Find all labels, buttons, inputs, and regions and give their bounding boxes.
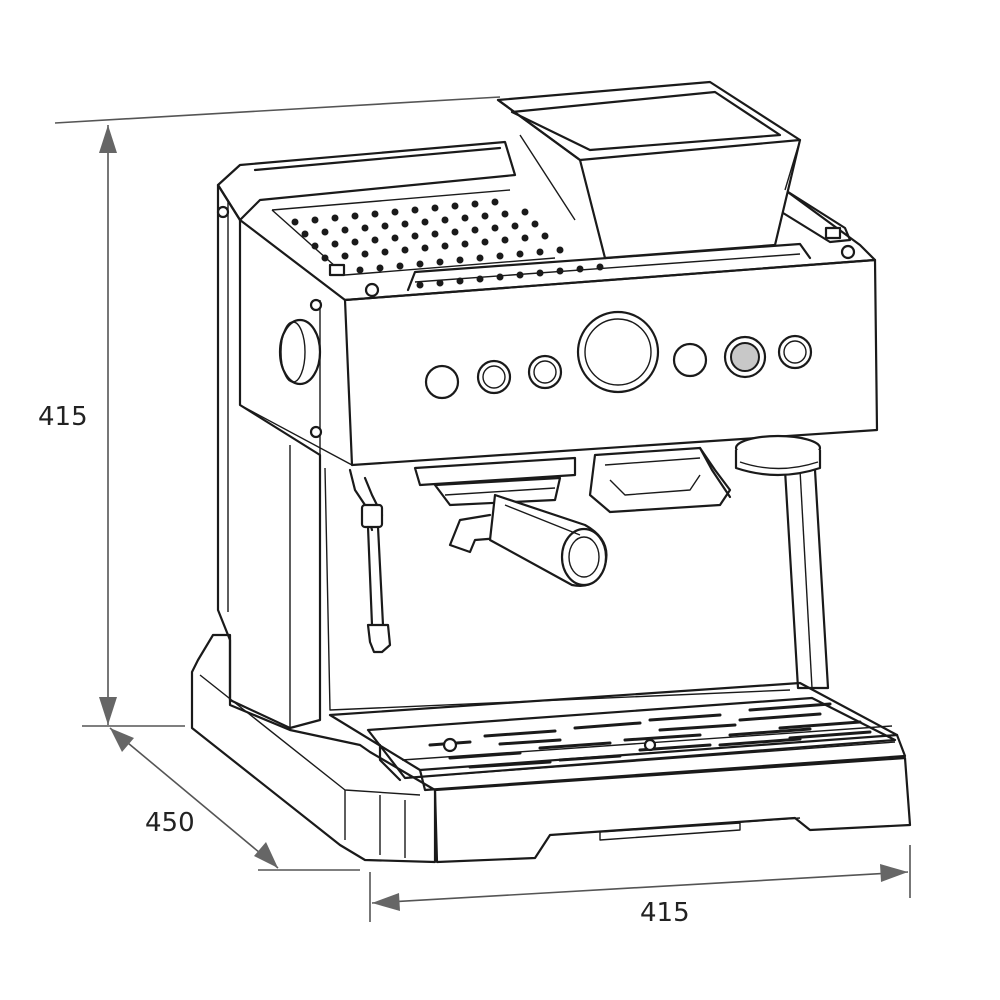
screw-icon — [309, 425, 323, 439]
height-arrow-bottom — [99, 697, 117, 725]
width-arrow-right — [880, 864, 908, 882]
drip-tray — [328, 681, 907, 792]
depth-dimension-line — [109, 727, 279, 869]
width-dimension-line — [371, 871, 909, 904]
screw-icon — [309, 298, 323, 312]
hinge-icon — [328, 263, 346, 277]
hinge-icon — [824, 226, 842, 240]
brew-group — [413, 446, 732, 587]
depth-arrow-bottom — [254, 842, 278, 868]
steam-wand — [348, 468, 392, 654]
dimension-lines — [54, 96, 911, 922]
drain-hole-icon — [442, 737, 458, 753]
pressure-gauge-icon — [576, 310, 660, 394]
width-dimension-label: 415 — [640, 898, 690, 928]
depth-dimension-label: 450 — [145, 808, 195, 838]
drip-grate-slots — [428, 702, 872, 769]
machine-body — [216, 183, 830, 730]
depth-arrow-top — [110, 728, 134, 752]
drain-hole-icon — [643, 738, 657, 752]
height-top-extension-line — [54, 96, 501, 124]
screw-icon — [216, 205, 230, 219]
panel-button-4-icon — [672, 342, 708, 378]
width-arrow-left — [372, 893, 400, 911]
bean-hopper — [496, 80, 802, 260]
side-dial-icon — [278, 318, 322, 386]
control-panel — [239, 219, 879, 467]
steam-tip-icon — [366, 623, 392, 654]
screw-icon — [364, 282, 380, 298]
height-arrow-top — [99, 125, 117, 153]
machine-base — [190, 633, 912, 864]
hot-water-spout — [734, 434, 822, 477]
screw-icon — [840, 244, 856, 260]
height-dimension-label: 415 — [38, 402, 88, 432]
panel-button-1-icon — [424, 364, 460, 400]
